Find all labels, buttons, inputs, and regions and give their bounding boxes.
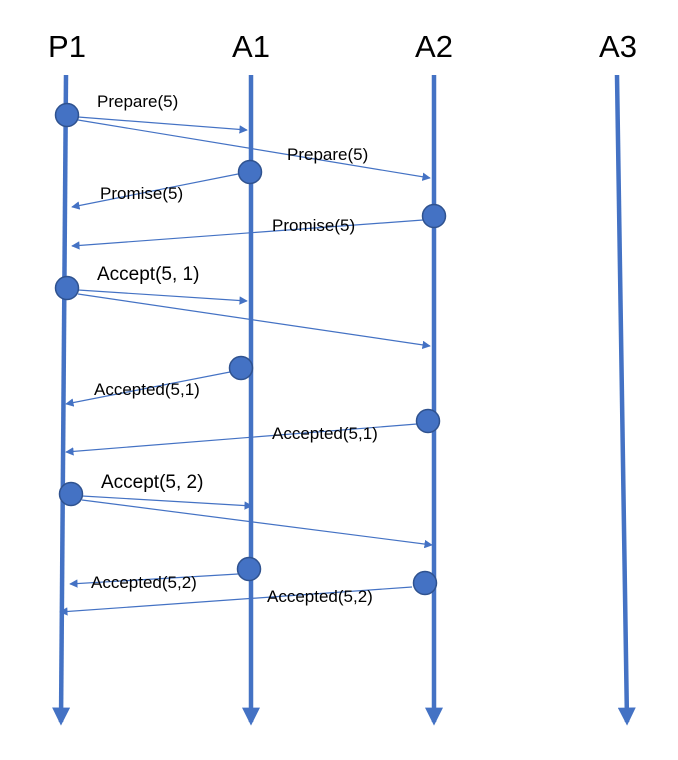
label-accepted1-a2: Accepted(5,1) (272, 424, 378, 443)
arrow-prepare-a2 (77, 119, 431, 181)
node-p1-accept1 (54, 275, 80, 301)
lifeline-a3 (614, 74, 636, 726)
node-a2-accepted2 (412, 570, 438, 596)
label-accepted2-a2: Accepted(5,2) (267, 587, 373, 606)
label-prepare-a2: Prepare(5) (287, 145, 368, 164)
lifeline-header-a3: A3 (599, 29, 637, 64)
label-accept2: Accept(5, 2) (101, 472, 203, 493)
arrow-accepted1-a2 (65, 423, 418, 456)
arrow-promise-a2 (71, 219, 424, 250)
label-promise-a1: Promise(5) (100, 184, 183, 203)
arrow-accept2-a2 (81, 499, 433, 549)
node-a2-accepted1 (415, 408, 441, 434)
node-a1-accepted1 (228, 355, 254, 381)
arrow-accept1-a1 (77, 289, 248, 305)
arrow-accept2-a1 (81, 495, 253, 510)
label-accepted1-a1: Accepted(5,1) (94, 380, 200, 399)
arrow-accepted1-a1 (65, 371, 231, 407)
label-promise-a2: Promise(5) (272, 216, 355, 235)
lifeline-header-p1: P1 (48, 29, 86, 64)
arrow-prepare-a1 (77, 116, 248, 134)
arrow-accept1-a2 (77, 293, 431, 350)
node-a2-promise (421, 203, 447, 229)
node-a1-promise (237, 159, 263, 185)
arrow-accepted2-a2 (59, 586, 413, 616)
lifeline-header-a2: A2 (415, 29, 453, 64)
arrow-accepted2-a1 (69, 573, 239, 588)
node-p1-accept2 (58, 481, 84, 507)
node-a1-accepted2 (236, 556, 262, 582)
node-p1-prepare (54, 102, 80, 128)
lifeline-header-a1: A1 (232, 29, 270, 64)
label-accept1: Accept(5, 1) (97, 264, 199, 285)
label-accepted2-a1: Accepted(5,2) (91, 573, 197, 592)
label-prepare-a1: Prepare(5) (97, 92, 178, 111)
lifeline-p1 (52, 74, 71, 726)
arrow-promise-a1 (71, 173, 239, 210)
